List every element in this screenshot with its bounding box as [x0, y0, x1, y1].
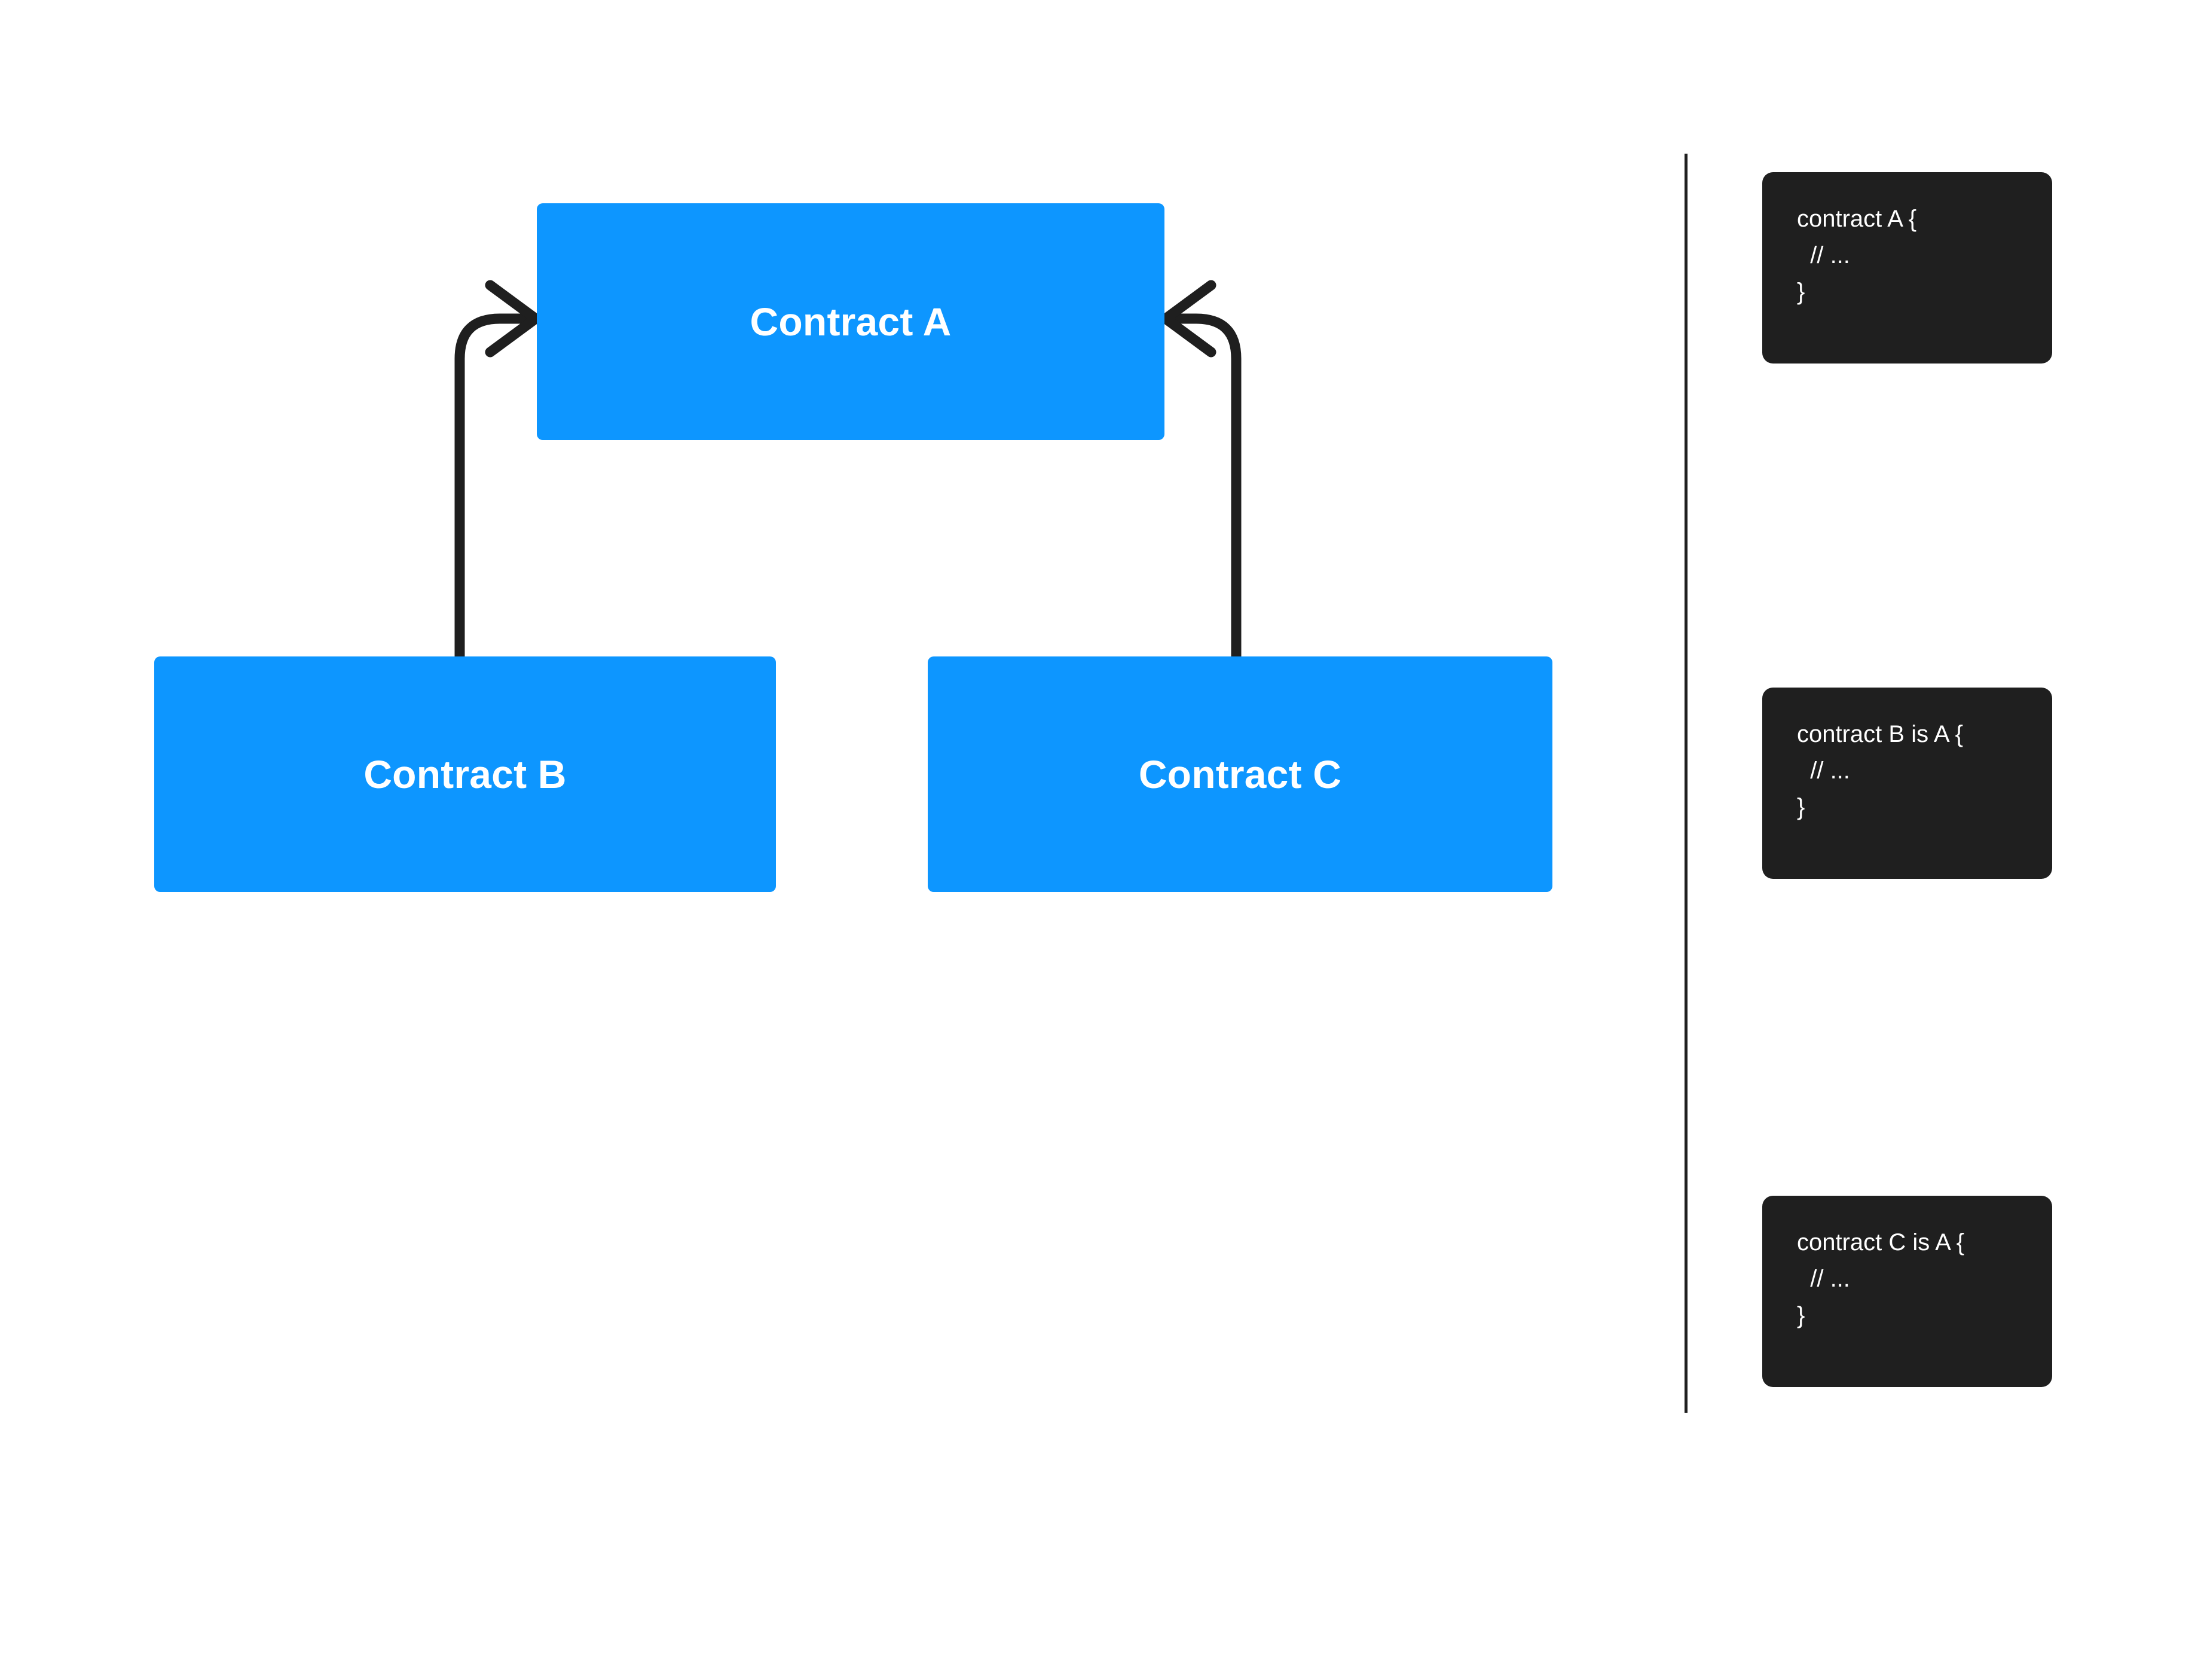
- code-line: contract C is A {: [1797, 1229, 1965, 1256]
- diagram-canvas: Contract A Contract B Contract C: [154, 203, 1552, 892]
- code-line: // ...: [1797, 242, 1850, 268]
- arrow-b-to-a: [454, 280, 541, 662]
- code-line: }: [1797, 1302, 1805, 1328]
- arrow-c-to-a: [1160, 280, 1242, 662]
- node-contract-c[interactable]: Contract C: [928, 656, 1552, 892]
- node-contract-b[interactable]: Contract B: [154, 656, 776, 892]
- node-contract-a[interactable]: Contract A: [537, 203, 1164, 440]
- code-line: // ...: [1797, 1265, 1850, 1292]
- code-block-contract-c[interactable]: contract C is A { // ... }: [1762, 1196, 2052, 1387]
- code-line: }: [1797, 793, 1805, 820]
- code-block-contract-b[interactable]: contract B is A { // ... }: [1762, 688, 2052, 879]
- node-contract-b-label: Contract B: [363, 752, 567, 796]
- code-line: contract A {: [1797, 206, 1917, 232]
- code-block-contract-a[interactable]: contract A { // ... }: [1762, 172, 2052, 364]
- node-contract-c-label: Contract C: [1138, 752, 1342, 796]
- code-line: }: [1797, 278, 1805, 305]
- code-line: // ...: [1797, 757, 1850, 784]
- node-contract-a-label: Contract A: [750, 300, 952, 344]
- panel-divider: [1685, 154, 1688, 1413]
- code-panel: contract A { // ... } contract B is A { …: [1685, 0, 2201, 1680]
- code-line: contract B is A {: [1797, 721, 1963, 747]
